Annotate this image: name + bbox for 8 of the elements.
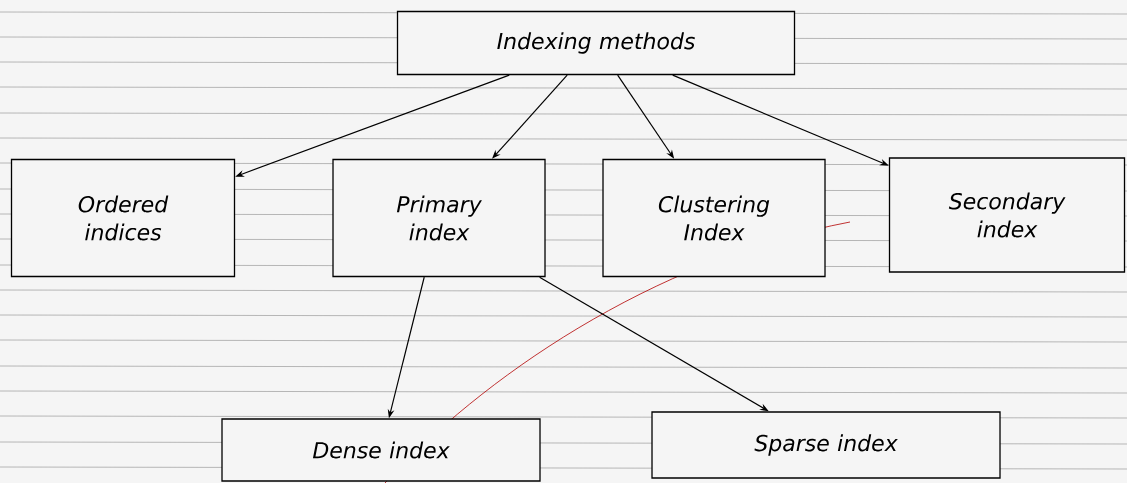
index-box: Sparse index: [651, 411, 1001, 479]
index-box: Clustering Index: [602, 158, 826, 278]
arrow: [492, 74, 568, 159]
index-box: Dense index: [221, 418, 541, 482]
index-box: Primary index: [332, 158, 546, 278]
index-box: Secondary index: [888, 157, 1126, 273]
index-box: Indexing methods: [396, 10, 796, 76]
index-box: Ordered indices: [10, 158, 236, 278]
